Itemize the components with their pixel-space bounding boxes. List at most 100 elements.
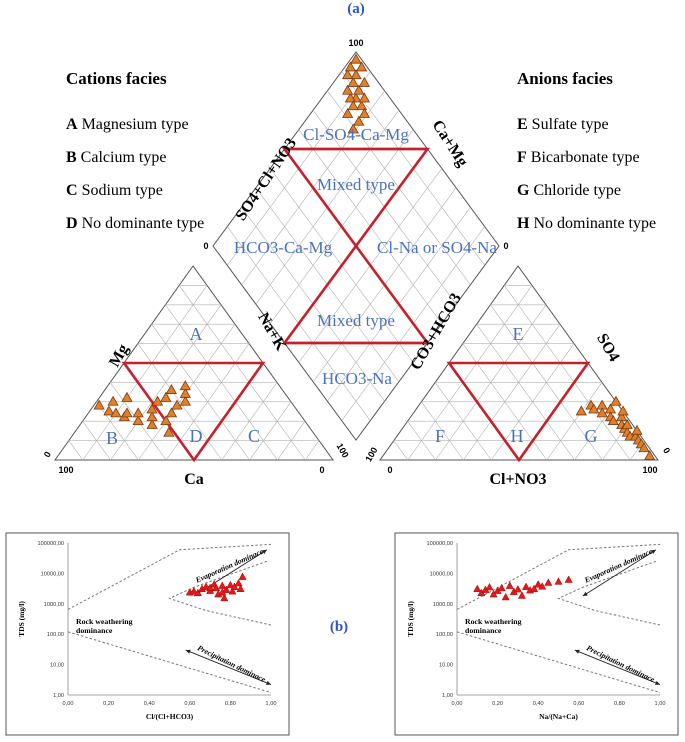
gibbs-arrow-head (655, 680, 660, 685)
gibbs-y-tick-label: 10000,00 (430, 571, 453, 577)
gibbs-annotation-line: Rock weathering (465, 617, 522, 626)
gibbs-y-tick-label: 100000,00 (427, 541, 453, 547)
anion-region-h: H (511, 426, 524, 446)
diamond-sample-marker (358, 92, 371, 103)
diamond-sample-marker (341, 69, 354, 80)
cation-no-dominant-boundary (121, 361, 266, 463)
cation-sample-marker (165, 384, 178, 394)
legend-text: Sodium type (78, 182, 163, 199)
cation-sample-marker (179, 387, 191, 398)
gibbs-data-point (193, 588, 202, 597)
anions-legend-item: F Bicarbonate type (517, 149, 640, 166)
cation-grid-line (304, 440, 320, 461)
gibbs-y-tick-label: 1000,00 (433, 602, 453, 608)
gibbs-x-tick-label: 0,40 (533, 701, 544, 707)
gibbs-plot-anion: 1,0010,00100,001000,0010000,00100000,000… (5, 532, 290, 736)
gibbs-data-point (497, 583, 506, 592)
cation-tick-bottom-left: 100 (58, 465, 73, 475)
axis-label-ca: Ca (184, 471, 204, 488)
gibbs-data-point (473, 584, 482, 592)
cation-tick-left-base: 0 (42, 450, 53, 459)
gibbs-annotation-line: Rock weathering (76, 617, 133, 626)
gibbs-envelope-lower (456, 631, 661, 694)
legend-key: C (66, 182, 78, 199)
gibbs-envelope-inner (168, 560, 272, 626)
gibbs-y-axis-label: TDS (mg/l) (17, 601, 26, 637)
cation-sample-marker (179, 380, 191, 391)
anion-sample-marker (607, 415, 619, 426)
anion-sample-marker (644, 450, 656, 460)
gibbs-data-point (517, 591, 526, 599)
diamond-tick-right: 0 (503, 241, 508, 251)
cation-region-c: C (248, 426, 260, 446)
gibbs-data-point (222, 585, 231, 593)
diamond-sample-marker (347, 123, 359, 134)
gibbs-data-point (513, 585, 522, 593)
cation-grid-line (110, 304, 222, 461)
gibbs-arrow-head (266, 680, 271, 685)
legend-text: Sulfate type (528, 116, 609, 133)
diamond-sample-marker (341, 84, 354, 95)
diamond-tick-left: 0 (203, 241, 208, 251)
cations-legend-item: B Calcium type (66, 149, 166, 166)
gibbs-y-tick-label: 1,00 (53, 693, 64, 699)
anion-tick-bottom-right: 100 (642, 465, 657, 475)
cation-sample-marker (132, 415, 144, 426)
legend-key: H (517, 215, 530, 232)
gibbs-data-point (220, 593, 229, 602)
legend-text: No dominante type (78, 215, 205, 232)
cation-grid-line (178, 285, 306, 461)
gibbs-data-point (212, 583, 221, 592)
gibbs-data-point (554, 577, 563, 585)
axis-label-cl-no3: Cl+NO3 (489, 471, 546, 488)
gibbs-y-tick-label: 1000,00 (44, 602, 64, 608)
anion-grid-line (407, 285, 533, 461)
anion-tick-bottom-left: 0 (387, 465, 392, 475)
cations-legend-item: C Sodium type (66, 182, 163, 199)
cation-region-a: A (190, 324, 203, 344)
anion-grid-line (546, 382, 603, 461)
gibbs-x-tick-label: 0,20 (492, 701, 503, 707)
gibbs-x-tick-label: 0,80 (614, 701, 625, 707)
legend-text: Bicarbonate type (527, 149, 640, 166)
cation-sample-marker (146, 403, 158, 414)
anions-legend-item: G Chloride type (517, 182, 621, 199)
cation-grid-line (151, 324, 250, 461)
anions-legend-item: E Sulfate type (517, 116, 609, 133)
gibbs-x-axis-label: Na/(Na+Ca) (539, 712, 578, 721)
diamond-sample-marker (344, 92, 357, 103)
gibbs-arrow-head (185, 649, 191, 654)
gibbs-y-tick-label: 10000,00 (41, 571, 64, 577)
anion-sample-marker (621, 418, 633, 429)
gibbs-x-tick-label: 1,00 (655, 701, 666, 707)
anion-sample-marker (617, 405, 629, 416)
legend-key: E (517, 116, 528, 133)
diamond-sample-marker (355, 100, 368, 111)
cation-tick-bottom-right: 0 (319, 465, 324, 475)
diamond-sample-marker (355, 61, 368, 72)
cation-tick-right-base: 100 (335, 441, 351, 459)
gibbs-arrow-evaporation (582, 549, 657, 597)
region-hco3-ca-mg: HCO3-Ca-Mg (234, 238, 333, 257)
legend-text: Chloride type (529, 182, 621, 199)
cation-sample-marker (179, 395, 191, 406)
cation-sample-marker (160, 415, 172, 426)
anion-grid-line (421, 401, 464, 461)
diamond-sample-marker (350, 53, 362, 64)
gibbs-y-axis-label: TDS (mg/l) (406, 601, 415, 637)
gibbs-data-point (230, 582, 239, 590)
anion-sample-marker (610, 395, 622, 406)
cation-sample-marker (110, 407, 122, 418)
anion-sample-marker (631, 424, 643, 435)
gibbs-data-point (189, 586, 198, 595)
anions-legend-item: H No dominante type (517, 215, 656, 232)
cation-sample-marker (132, 407, 144, 418)
cation-grid-line (277, 421, 306, 461)
legend-key: A (66, 116, 78, 133)
gibbs-arrow-head (574, 649, 580, 654)
gibbs-data-point (538, 582, 547, 590)
gibbs-data-point (505, 581, 514, 589)
cation-sample-marker (93, 399, 105, 410)
gibbs-y-tick-label: 100000,00 (38, 541, 64, 547)
